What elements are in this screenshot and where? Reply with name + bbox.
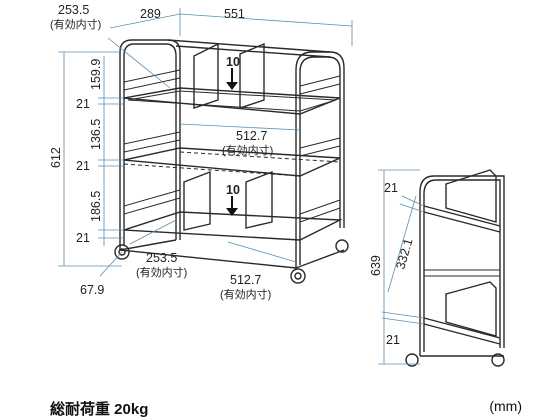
shelf-thickness-top-label: 21 [76,97,90,111]
side-shelf-bottom-label: 21 [386,333,400,347]
inner-width-mid-note: (有効内寸) [222,143,273,157]
side-height-label: 639 [369,255,383,276]
total-load-capacity: 総耐荷重 20kg [50,401,149,418]
inner-width-bottom-note: (有効内寸) [220,287,271,301]
shelf-thickness-mid-label: 21 [76,159,90,173]
unit-note: (mm) [489,398,522,414]
gap-top-label: 159.9 [89,59,103,90]
front-labels: 551 289 253.5 (有効内寸) 612 159.9 136.5 186… [49,3,273,301]
gap-mid-label: 136.5 [89,119,103,150]
inner-depth-bottom-label: 253.5 [146,251,177,265]
side-slant-length-label: 332.1 [393,237,415,271]
shelf-thickness-bottom-label: 21 [76,231,90,245]
inner-width-bottom-label: 512.7 [230,273,261,287]
front-cart-drawing [114,39,349,284]
depth-label: 289 [140,7,161,21]
side-cart-drawing [405,169,505,367]
inner-depth-top-label: 253.5 [58,3,89,17]
divider-pitch-top-label: 10 [226,55,240,69]
inner-depth-bottom-note: (有効内寸) [136,265,187,279]
divider-pitch-bottom-label: 10 [226,183,240,197]
front-dimension-lines [58,8,353,277]
width-total-label: 551 [224,7,245,21]
inner-depth-top-note: (有効内寸) [50,17,101,31]
side-dimension-lines [378,169,425,365]
side-shelf-top-label: 21 [384,181,398,195]
inner-width-mid-label: 512.7 [236,129,267,143]
caster-offset-label: 67.9 [80,283,104,297]
height-total-label: 612 [49,147,63,168]
gap-low-label: 186.5 [89,191,103,222]
